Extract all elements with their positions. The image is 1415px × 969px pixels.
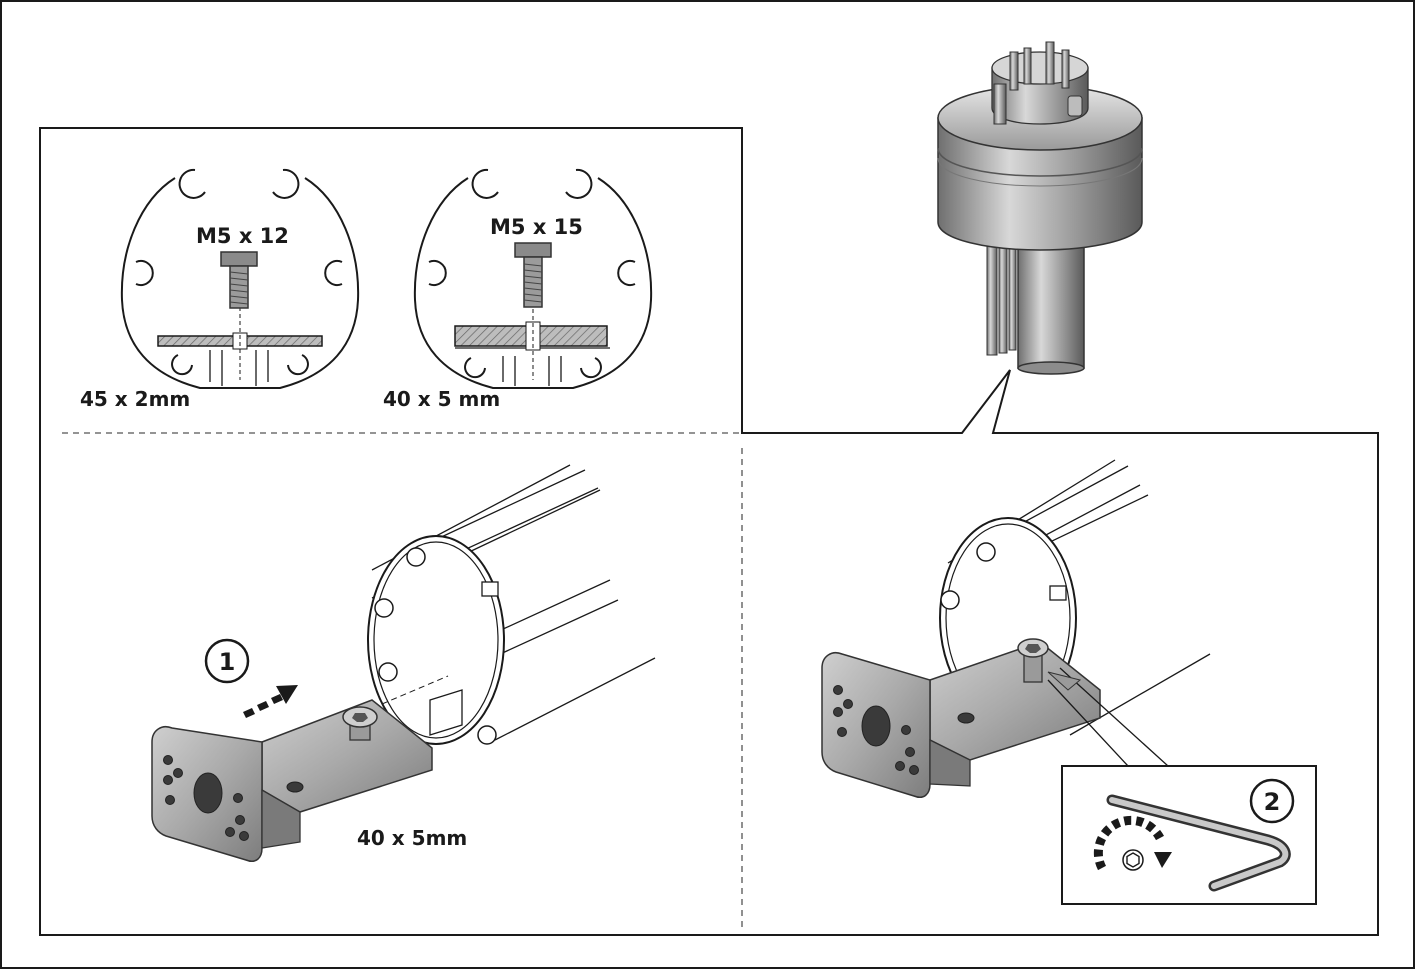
screw-label-m5x12: M5 x 12 <box>196 224 289 248</box>
screw-label-m5x15: M5 x 15 <box>490 215 583 239</box>
insertion-guide-line <box>381 675 449 705</box>
profile-cross-section-thin-plate <box>120 168 360 389</box>
callout-pointer <box>1047 671 1082 691</box>
instruction-frame <box>39 127 1379 936</box>
step-1-badge: 1 <box>204 638 250 684</box>
plate-label-40x5: 40 x 5 mm <box>383 387 500 411</box>
svg-text:2: 2 <box>1264 788 1281 816</box>
clockwise-rotation-icon <box>1093 815 1172 871</box>
plate-label-45x2: 45 x 2mm <box>80 387 190 411</box>
profile-tube-step1 <box>367 464 656 745</box>
tool-detail-inset: 2 <box>1061 765 1317 905</box>
push-direction-arrow <box>243 685 298 718</box>
profile-cross-section-thick-plate <box>413 168 653 389</box>
step-2-badge: 2 <box>1249 778 1295 824</box>
svg-text:1: 1 <box>219 648 236 676</box>
callout-leader <box>1047 667 1169 767</box>
mounting-bracket-step1 <box>151 699 433 862</box>
bracket-plate-label: 40 x 5mm <box>357 826 467 850</box>
allen-key-icon <box>1106 794 1291 892</box>
motor-head-illustration <box>937 41 1143 375</box>
mounting-bracket-step2 <box>821 638 1101 798</box>
